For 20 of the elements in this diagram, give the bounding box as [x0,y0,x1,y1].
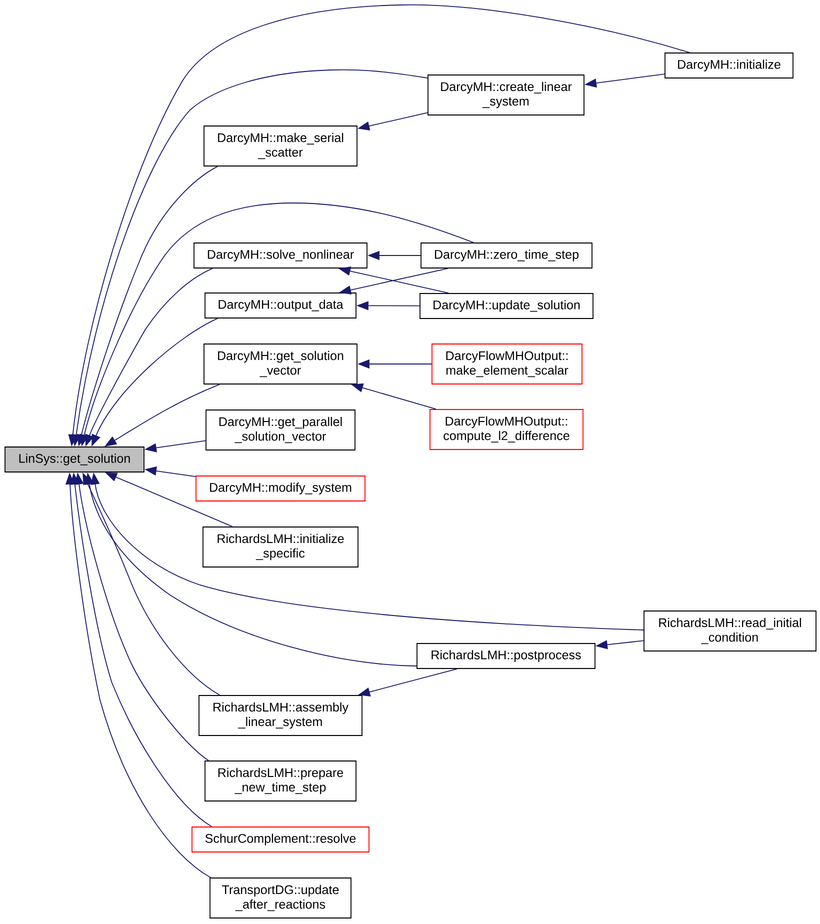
focus-function-box: LinSys::get_solution [4,446,144,472]
function-box: DarcyMH::create_linear _system [428,74,584,116]
function-box: RichardsLMH::assembly _linear_system [198,695,362,736]
function-box: DarcyMH::solve_nonlinear [194,242,368,268]
function-box: DarcyFlowMHOutput:: make_element_scalar [432,344,582,384]
function-box: DarcyMH::get_parallel _solution_vector [206,410,356,450]
function-box: DarcyMH::initialize [664,52,794,78]
function-box: RichardsLMH::read_initial _condition [644,610,816,652]
function-box: RichardsLMH::postprocess [416,643,596,669]
function-box: DarcyMH::zero_time_step [420,242,592,268]
function-box: DarcyMH::output_data [204,292,356,318]
function-box: DarcyMH::modify_system [196,476,366,502]
function-box: DarcyFlowMHOutput:: compute_l2_difference [430,409,584,450]
function-box: RichardsLMH::prepare _new_time_step [204,760,356,802]
function-box: DarcyMH::get_solution _vector [204,344,358,384]
function-box: SchurComplement::resolve [192,826,370,852]
function-box: DarcyMH::update_solution [420,293,594,319]
function-box: TransportDG::update _after_reactions [210,878,352,918]
function-box: RichardsLMH::initialize _specific [202,526,358,568]
function-box: DarcyMH::make_serial _scatter [204,126,358,166]
